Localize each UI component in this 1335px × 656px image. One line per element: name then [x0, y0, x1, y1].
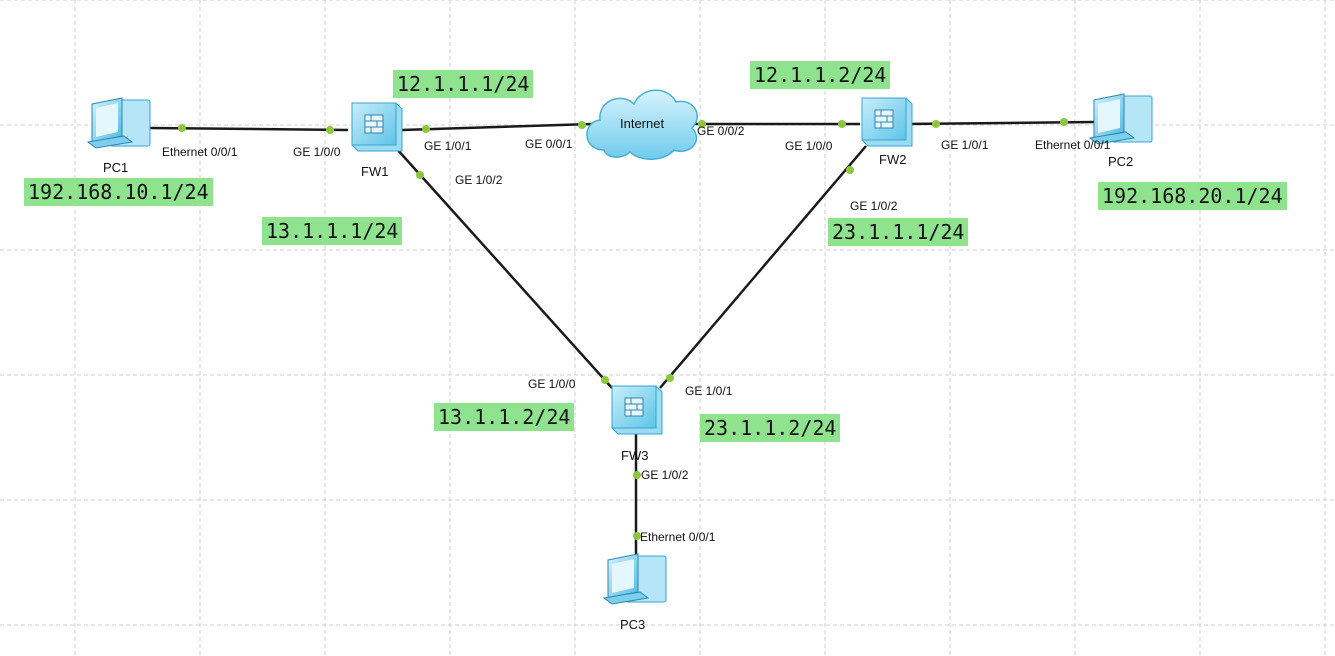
node-label-pc2: PC2 [1108, 154, 1134, 169]
ip-label-fw3-ge101: 23.1.1.2/24 [700, 414, 841, 442]
port-dot [326, 126, 334, 134]
ip-label-fw2-ge102: 23.1.1.1/24 [828, 218, 969, 246]
ip-label-pc1: 192.168.10.1/24 [24, 178, 213, 206]
port-label: Ethernet 0/0/1 [1035, 138, 1111, 152]
ip-label-fw2-ge100: 12.1.1.2/24 [750, 61, 891, 89]
link-fw1-internet[interactable] [401, 122, 593, 132]
link-fw2-fw3[interactable] [659, 145, 867, 389]
port-label: GE 1/0/1 [685, 384, 733, 398]
node-label-fw1: FW1 [361, 164, 389, 179]
port-dot [846, 166, 854, 174]
port-label: GE 1/0/2 [641, 468, 689, 482]
port-dot [633, 532, 641, 540]
link-fw1-fw3[interactable] [395, 147, 613, 389]
port-dot [698, 120, 706, 128]
port-dot [416, 171, 424, 179]
port-label: GE 1/0/2 [455, 173, 503, 187]
port-label: GE 1/0/2 [850, 199, 898, 213]
port-label: GE 1/0/1 [424, 139, 472, 153]
node-label-pc1: PC1 [103, 160, 129, 175]
port-dot [578, 121, 586, 129]
node-label-fw2: FW2 [879, 152, 907, 167]
port-label: GE 0/0/1 [525, 137, 573, 151]
port-dot [666, 374, 674, 382]
ip-label-fw3-ge100: 13.1.1.2/24 [434, 403, 575, 431]
pc-icon[interactable] [86, 97, 151, 149]
port-dot [422, 125, 430, 133]
pc-icon[interactable] [1088, 93, 1153, 145]
port-dot [601, 376, 609, 384]
firewall-icon[interactable] [611, 385, 663, 435]
port-dot [932, 120, 940, 128]
internet-cloud-icon[interactable] [586, 89, 698, 160]
pc-icon[interactable] [602, 553, 667, 605]
port-label: GE 1/0/0 [528, 377, 576, 391]
port-label: GE 1/0/0 [293, 145, 341, 159]
port-dot [633, 471, 641, 479]
port-label: GE 1/0/0 [785, 139, 833, 153]
ip-label-fw1-ge102: 13.1.1.1/24 [262, 217, 403, 245]
port-dot [1060, 118, 1068, 126]
ip-label-pc2: 192.168.20.1/24 [1098, 182, 1287, 210]
port-dot [178, 124, 186, 132]
node-label-fw3: FW3 [621, 448, 649, 463]
firewall-icon[interactable] [351, 102, 403, 152]
port-dot [838, 120, 846, 128]
port-label: Ethernet 0/0/1 [162, 145, 238, 159]
port-label: Ethernet 0/0/1 [640, 530, 716, 544]
port-label: GE 0/0/2 [697, 124, 745, 138]
node-label-internet: Internet [620, 116, 665, 131]
ip-label-fw1-ge101: 12.1.1.1/24 [393, 70, 534, 98]
port-label: GE 1/0/1 [941, 138, 989, 152]
firewall-icon[interactable] [861, 97, 913, 147]
node-label-pc3: PC3 [620, 617, 646, 632]
